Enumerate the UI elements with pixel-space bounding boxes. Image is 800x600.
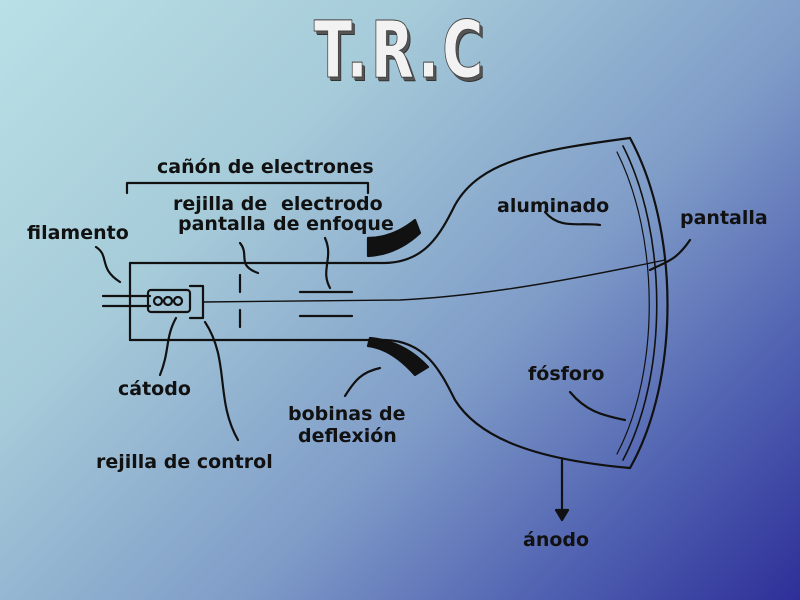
screen-outer <box>628 136 669 470</box>
label-aluminado: aluminado <box>497 195 609 217</box>
label-bobinas-1: bobinas de <box>288 403 406 425</box>
screen-aluminum <box>616 151 650 455</box>
label-pantalla: pantalla <box>680 207 768 229</box>
label-electrodo-1: electrodo <box>281 193 383 215</box>
label-canon: cañón de electrones <box>157 156 374 178</box>
deflection-coil-top <box>366 218 422 258</box>
neck-top <box>128 136 632 265</box>
label-anodo: ánodo <box>523 529 589 551</box>
control-grid <box>188 284 205 320</box>
label-rejilla-pantalla-1: rejilla de <box>173 193 267 215</box>
label-catodo: cátodo <box>118 378 191 400</box>
page-title: T.R.C <box>313 6 487 97</box>
gun-bracket <box>125 181 370 195</box>
label-bobinas-2: deflexión <box>298 425 397 447</box>
electron-beam <box>202 259 666 303</box>
focus-electrode <box>298 290 354 318</box>
neck-bottom <box>128 338 632 470</box>
label-fosforo: fósforo <box>528 363 604 385</box>
label-filamento: filamento <box>27 222 129 244</box>
label-electrodo-2: de enfoque <box>273 213 394 235</box>
screen-inner <box>622 145 658 461</box>
label-rejilla-control: rejilla de control <box>96 451 273 473</box>
label-rejilla-pantalla-2: pantalla <box>178 213 266 235</box>
cathode-body <box>146 288 192 314</box>
deflection-coil-bottom <box>366 336 430 377</box>
